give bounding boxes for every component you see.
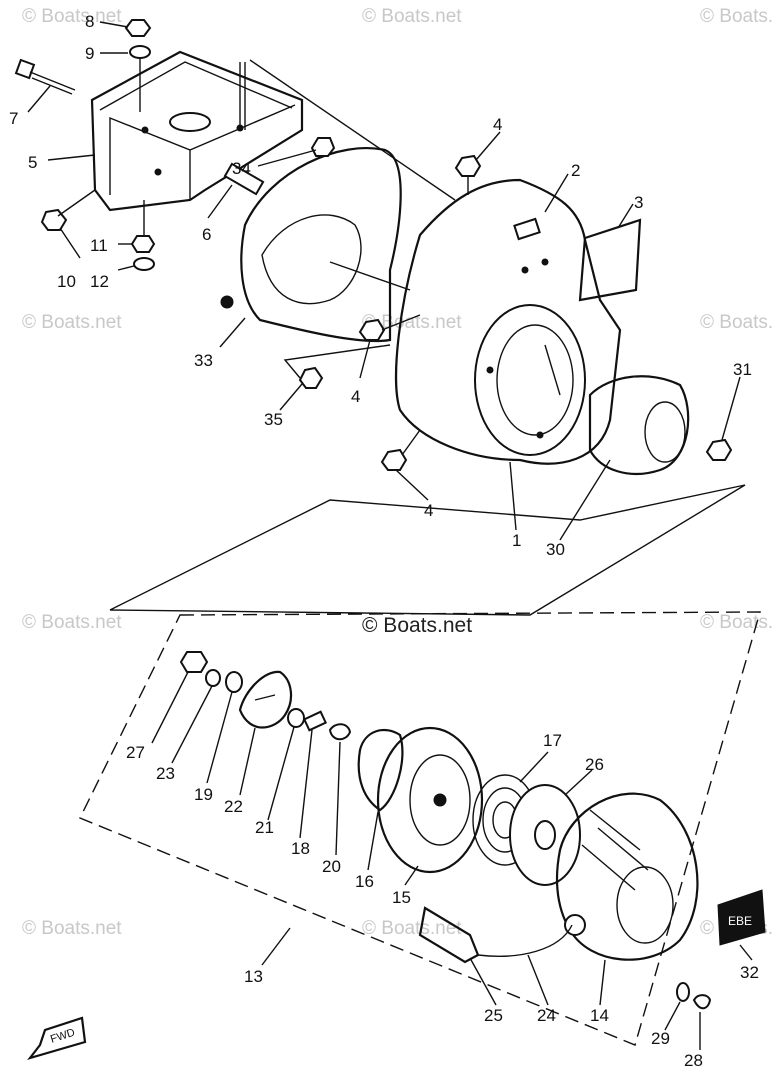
watermark: © Boats.net [700,612,774,633]
part-label-4: 4 [351,387,360,406]
fwd-label: FWD [49,1027,77,1046]
watermark: © Boats.net [700,312,774,333]
label-plate-3 [578,218,642,302]
nut-8 [124,19,152,37]
washer-12 [133,257,155,271]
nut-11 [130,235,156,253]
part-label-5: 5 [28,153,37,172]
bolt-4 [358,314,421,341]
watermark: © Boats.net [700,6,774,27]
bolt-28 [692,994,712,1010]
part-label-13: 13 [244,967,263,986]
bolt-31 [705,438,733,461]
watermark: © Boats.net [22,312,122,333]
part-label-18: 18 [291,839,310,858]
part-label-24: 24 [537,1006,556,1025]
part-label-34: 34 [232,159,251,178]
bolt-4 [380,429,421,471]
part-label-26: 26 [585,755,604,774]
part-label-7: 7 [9,109,18,128]
bolt-10 [40,189,96,231]
decal-text: EBE [728,914,752,928]
washer-9 [129,45,151,59]
recoil-starter-assembly: EBE FWD [27,611,766,1060]
leader-lines [27,21,753,1050]
reel-15 [376,726,484,874]
part-label-30: 30 [546,540,565,559]
part-label-20: 20 [322,857,341,876]
starter-case-14 [555,792,699,961]
pawl-16 [357,728,404,812]
part-label-4: 4 [493,115,502,134]
part-label-21: 21 [255,818,274,837]
part-label-32: 32 [740,963,759,982]
spring-18 [302,710,328,732]
washer-19 [225,671,243,693]
part-label-19: 19 [194,785,213,804]
spring-guide-26 [509,784,581,886]
fwd-arrow-tag: FWD [27,1016,87,1060]
part-label-16: 16 [355,872,374,891]
part-label-35: 35 [264,410,283,429]
part-label-3: 3 [634,193,643,212]
part-label-25: 25 [484,1006,503,1025]
ratchet-20 [328,723,352,741]
part-number-labels: 1 2 3 4 4 4 5 6 7 8 9 10 11 12 13 14 15 … [9,12,759,1070]
washer-29 [676,982,690,1002]
watermark: © Boats.net [22,6,122,27]
watermark: © Boats.net [22,612,122,633]
part-label-33: 33 [194,351,213,370]
upper-assembly [14,19,746,616]
watermark: © Boats.net [362,6,462,27]
part-label-4: 4 [424,501,433,520]
pin-6 [223,162,265,196]
starter-pulley-30 [588,375,690,475]
part-label-31: 31 [733,360,752,379]
bolt-4 [454,154,482,195]
spacer-34 [310,137,336,157]
part-label-9: 9 [85,44,94,63]
nut-27 [179,651,209,673]
mounting-bracket [90,50,304,212]
watermark: © Boats.net [22,918,122,939]
part-label-1: 1 [512,531,521,550]
watermark: © Boats.net [362,918,462,939]
part-label-12: 12 [90,272,109,291]
washer-21 [287,708,305,728]
part-label-22: 22 [224,797,243,816]
bolt-35 [283,344,391,389]
part-label-14: 14 [590,1006,609,1025]
part-label-27: 27 [126,743,145,762]
part-label-15: 15 [392,888,411,907]
decal-32: EBE [717,889,766,946]
part-label-11: 11 [90,236,108,255]
part-label-23: 23 [156,764,175,783]
part-label-8: 8 [85,12,94,31]
part-label-29: 29 [651,1029,670,1048]
part-label-17: 17 [543,731,562,750]
part-label-6: 6 [202,225,211,244]
part-label-10: 10 [57,272,76,291]
starter-rope-24 [477,924,573,957]
part-label-28: 28 [684,1051,703,1070]
bolt-7 [14,58,76,95]
watermark-center: © Boats.net [362,614,472,637]
fan-housing-1 [394,178,622,465]
friction-plate-22 [238,670,293,729]
part-label-2: 2 [571,161,580,180]
starter-handle-25 [418,906,480,964]
washer-23 [205,669,221,687]
